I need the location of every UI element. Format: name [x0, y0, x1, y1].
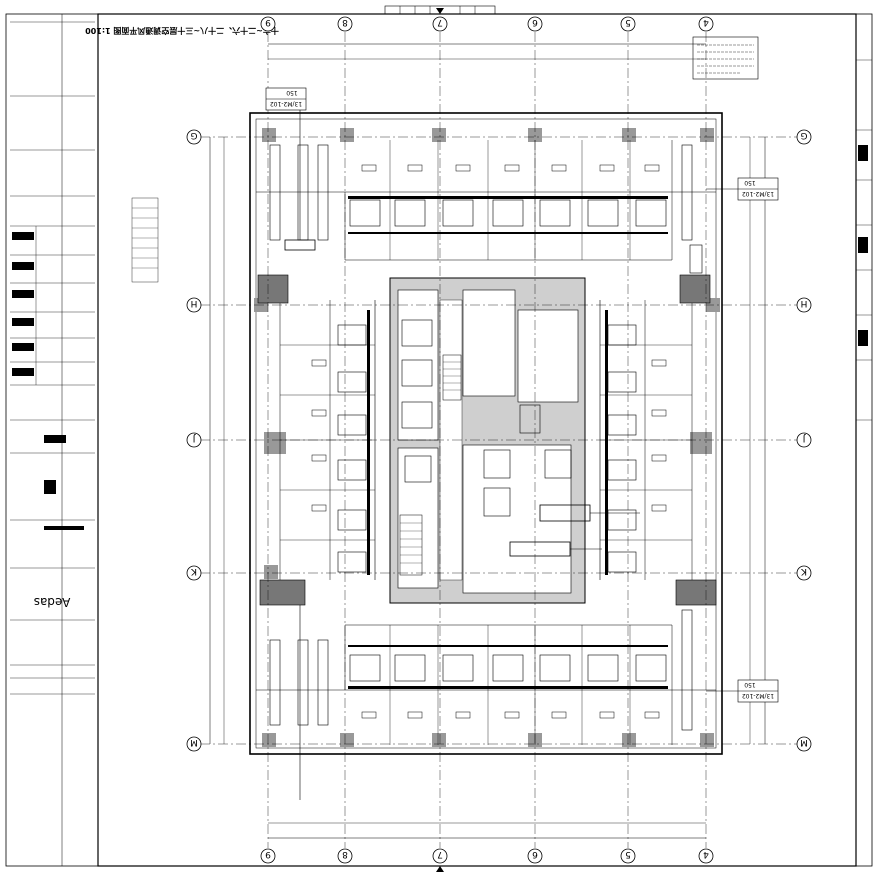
svg-text:13/M2-102: 13/M2-102	[742, 692, 774, 699]
svg-text:H: H	[801, 298, 808, 308]
building-outline	[249, 112, 723, 755]
grid-bubble-right-G: G	[796, 129, 812, 145]
drawing-title: 十六~二十六、二十八~三十层空调通风平面图 1:100	[85, 26, 279, 36]
grid-bubble-bottom-1: 9	[260, 848, 276, 864]
equipment-tags	[311, 164, 667, 719]
stair-1	[442, 354, 462, 401]
svg-text:G: G	[190, 130, 197, 140]
svg-text:7: 7	[437, 17, 443, 27]
grid-bubble-top-3: 7	[432, 16, 448, 32]
svg-text:6: 6	[532, 849, 538, 859]
grid-bubble-left-H: H	[186, 297, 202, 313]
svg-text:8: 8	[342, 849, 348, 859]
svg-text:150: 150	[286, 89, 298, 96]
svg-text:150: 150	[744, 681, 756, 688]
floor-plan	[209, 43, 766, 839]
firm-logo: Aedas	[34, 595, 71, 609]
left-room-column	[279, 300, 376, 580]
grid-bubble-top-4: 6	[527, 16, 543, 32]
ductwork-top-right	[679, 144, 711, 304]
legend-list	[131, 197, 159, 283]
grid-bubble-right-H: H	[796, 297, 812, 313]
grid-bubble-left-J: J	[186, 432, 202, 448]
svg-text:9: 9	[265, 849, 271, 859]
top-ruler	[384, 5, 496, 872]
section-tag-top-left: 150 13/M2-102	[265, 87, 307, 111]
stair-2	[399, 514, 423, 576]
grid-bubble-top-1: 9	[260, 16, 276, 32]
grid-bubble-top-2: 8	[337, 16, 353, 32]
grid-bubble-right-J: J	[796, 432, 812, 448]
svg-text:M: M	[190, 737, 198, 747]
svg-text:9: 9	[265, 17, 271, 27]
grid-bubbles: 9 8 7 6 5 4 9 8 7 6 5 4 G H J K M G H J …	[186, 16, 812, 864]
grid-bubble-bottom-3: 7	[432, 848, 448, 864]
svg-text:J: J	[193, 433, 197, 443]
section-tag-right-top: 150 13/M2-102	[706, 177, 779, 201]
ductwork-top-left	[257, 100, 329, 304]
grid-bubble-left-K: K	[186, 565, 202, 581]
grid-bubble-right-M: M	[796, 736, 812, 752]
grid-bubble-left-M: M	[186, 736, 202, 752]
svg-text:4: 4	[703, 849, 709, 859]
svg-text:K: K	[800, 566, 807, 576]
bottom-room-row	[256, 624, 716, 745]
grid-bubble-bottom-2: 8	[337, 848, 353, 864]
svg-text:5: 5	[625, 849, 631, 859]
grid-bubble-left-G: G	[186, 129, 202, 145]
grid-bubble-bottom-4: 6	[527, 848, 543, 864]
svg-text:8: 8	[342, 17, 348, 27]
grid-bubble-top-6: 4	[698, 16, 714, 32]
svg-text:150: 150	[744, 179, 756, 186]
grid-lines	[200, 32, 800, 848]
svg-text:4: 4	[703, 17, 709, 27]
revision-strip	[856, 59, 872, 421]
ductwork-bottom-right	[675, 579, 717, 731]
top-room-row	[256, 140, 716, 261]
svg-text:G: G	[800, 130, 807, 140]
svg-text:13/M2-102: 13/M2-102	[742, 190, 774, 197]
svg-text:13/M2-102: 13/M2-102	[270, 100, 302, 107]
grid-bubble-right-K: K	[796, 565, 812, 581]
notes-box	[692, 36, 759, 80]
svg-text:K: K	[190, 566, 197, 576]
core-ductwork	[509, 504, 640, 557]
svg-text:7: 7	[437, 849, 443, 859]
ductwork-bottom-left	[259, 579, 329, 800]
svg-text:6: 6	[532, 17, 538, 27]
title-block: Aedas	[10, 21, 95, 695]
svg-text:J: J	[803, 433, 807, 443]
svg-text:M: M	[800, 737, 808, 747]
svg-text:5: 5	[625, 17, 631, 27]
grid-bubble-bottom-5: 5	[620, 848, 636, 864]
grid-bubble-bottom-6: 4	[698, 848, 714, 864]
grid-bubble-top-5: 5	[620, 16, 636, 32]
section-tag-right-bottom: 150 13/M2-102	[706, 679, 779, 703]
svg-text:H: H	[191, 298, 198, 308]
